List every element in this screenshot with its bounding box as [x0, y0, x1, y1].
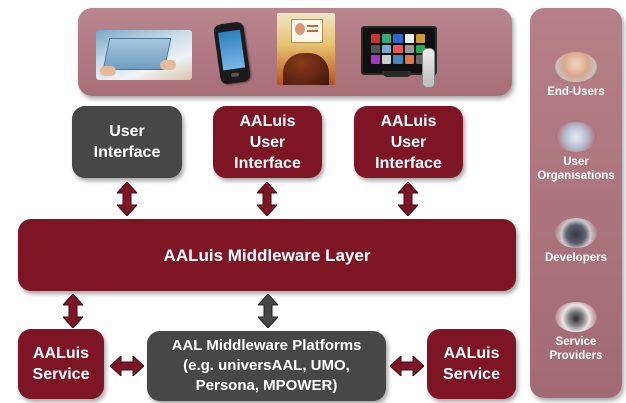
- aaluis-user-interface-box-2: AALuis User Interface: [354, 106, 463, 178]
- remote-control-image: [422, 48, 435, 88]
- aaluis-service-box-right: AALuis Service: [427, 329, 516, 399]
- arrow-platforms-service-right: [390, 356, 424, 376]
- arrow-ui3-middleware: [398, 182, 418, 216]
- tv-stand: [383, 71, 411, 77]
- role-label: Developers: [544, 252, 607, 264]
- arrow-service-left-platforms: [110, 356, 144, 376]
- arrow-ui1-middleware: [117, 182, 137, 216]
- business-person-icon: [555, 302, 597, 332]
- aaluis-service-box-left: AALuis Service: [18, 329, 104, 399]
- aal-middleware-platforms-box: AAL Middleware Platforms (e.g. universAA…: [147, 331, 386, 401]
- user-interface-box: User Interface: [72, 106, 182, 178]
- smartphone-image: [212, 21, 252, 85]
- device-strip: [78, 8, 512, 96]
- role-user-organisations: User Organisations: [530, 122, 622, 183]
- role-developers: Developers: [530, 218, 622, 265]
- role-service-providers: Service Providers: [530, 302, 622, 363]
- arrow-middleware-platforms: [258, 294, 278, 328]
- touch-table-image: [96, 30, 192, 80]
- role-label: User Organisations: [537, 156, 615, 182]
- role-label: Service Providers: [549, 336, 603, 362]
- role-label: End-Users: [547, 86, 605, 98]
- aaluis-user-interface-box-1: AALuis User Interface: [213, 106, 322, 178]
- arrow-ui2-middleware: [257, 182, 277, 216]
- keyboard-icon: [555, 218, 597, 248]
- kiosk-screen-image: [277, 13, 335, 85]
- arrow-middleware-service-left: [63, 294, 83, 328]
- stakeholder-panel: End-Users User Organisations Developers …: [530, 8, 622, 398]
- handshake-icon: [555, 122, 597, 152]
- middleware-layer-box: AALuis Middleware Layer: [18, 219, 516, 291]
- elderly-person-icon: [555, 52, 597, 82]
- role-end-users: End-Users: [530, 52, 622, 99]
